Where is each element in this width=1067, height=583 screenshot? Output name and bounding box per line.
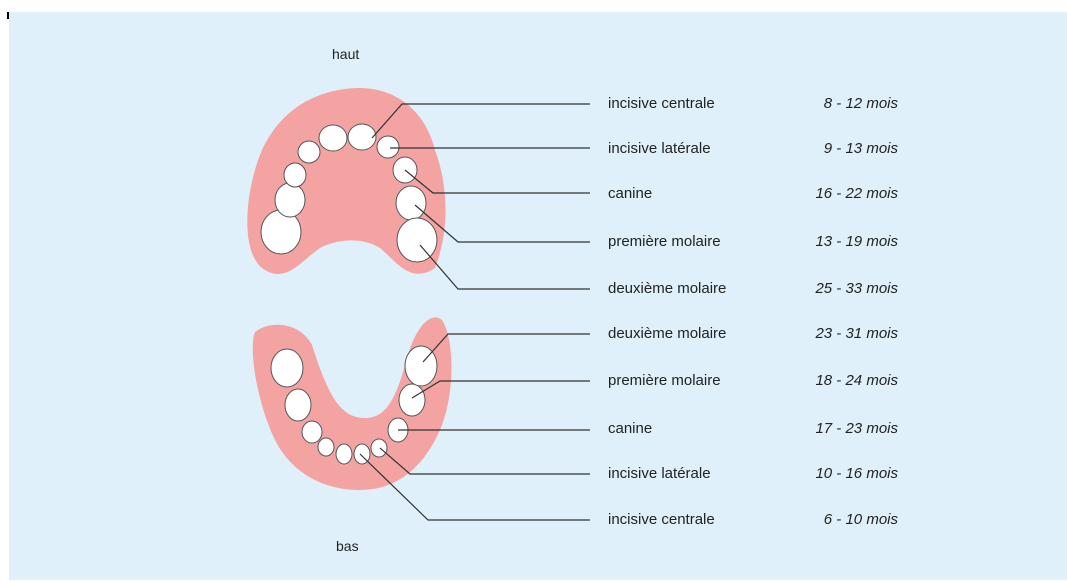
tooth-age: 8 - 12 mois: [824, 93, 898, 115]
lower-molar-right-1: [399, 384, 425, 416]
upper-lateral-left: [298, 141, 320, 163]
upper-molar-right-2: [397, 218, 437, 262]
upper-row-deuxieme-molaire: deuxième molaire 25 - 33 mois: [608, 278, 898, 300]
lower-molar-left-2: [271, 349, 303, 387]
upper-central-left: [319, 125, 347, 151]
upper-molar-left-1: [275, 183, 305, 217]
upper-row-premiere-molaire: première molaire 13 - 19 mois: [608, 231, 898, 253]
tooth-name: deuxième molaire: [608, 323, 726, 345]
lower-lateral-right: [371, 439, 387, 457]
tooth-age: 25 - 33 mois: [815, 278, 898, 300]
tooth-age: 6 - 10 mois: [824, 509, 898, 531]
lower-central-left: [336, 444, 352, 464]
lower-row-incisive-centrale: incisive centrale 6 - 10 mois: [608, 509, 898, 531]
lower-row-canine: canine 17 - 23 mois: [608, 418, 898, 440]
tooth-name: incisive latérale: [608, 463, 711, 485]
upper-molar-right-1: [396, 186, 426, 220]
tooth-name: première molaire: [608, 231, 721, 253]
tooth-age: 17 - 23 mois: [815, 418, 898, 440]
upper-row-incisive-centrale: incisive centrale 8 - 12 mois: [608, 93, 898, 115]
leader-upper-molar-2: [420, 245, 590, 289]
lower-molar-left-1: [285, 389, 311, 421]
tooth-name: canine: [608, 418, 652, 440]
label-top: haut: [332, 46, 359, 62]
tooth-age: 18 - 24 mois: [815, 370, 898, 392]
label-bottom: bas: [336, 538, 359, 554]
tooth-name: première molaire: [608, 370, 721, 392]
tooth-name: canine: [608, 183, 652, 205]
upper-central-right: [348, 124, 376, 150]
upper-lateral-right: [377, 136, 399, 158]
tooth-name: incisive centrale: [608, 509, 715, 531]
lower-lateral-left: [318, 438, 334, 456]
tooth-name: incisive latérale: [608, 138, 711, 160]
upper-row-canine: canine 16 - 22 mois: [608, 183, 898, 205]
upper-row-incisive-laterale: incisive latérale 9 - 13 mois: [608, 138, 898, 160]
tooth-age: 13 - 19 mois: [815, 231, 898, 253]
tooth-age: 23 - 31 mois: [815, 323, 898, 345]
tooth-age: 10 - 16 mois: [815, 463, 898, 485]
tooth-age: 9 - 13 mois: [824, 138, 898, 160]
tooth-age: 16 - 22 mois: [815, 183, 898, 205]
lower-row-premiere-molaire: première molaire 18 - 24 mois: [608, 370, 898, 392]
lower-canine-left: [302, 421, 322, 443]
lower-row-incisive-laterale: incisive latérale 10 - 16 mois: [608, 463, 898, 485]
tooth-name: deuxième molaire: [608, 278, 726, 300]
upper-canine-left: [284, 163, 306, 187]
lower-row-deuxieme-molaire: deuxième molaire 23 - 31 mois: [608, 323, 898, 345]
tooth-name: incisive centrale: [608, 93, 715, 115]
